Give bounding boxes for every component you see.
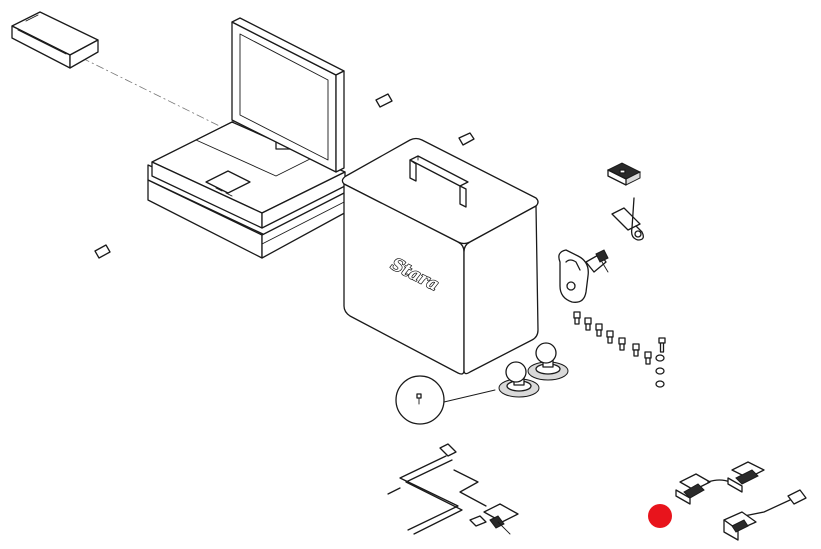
ram-mount-arm <box>558 249 609 303</box>
highlight-marker[interactable] <box>648 504 672 528</box>
mounting-screws <box>573 311 666 365</box>
ball-mount-base-left <box>498 361 540 398</box>
adapter-cable-assembly <box>675 461 807 541</box>
storage-case: Stara <box>341 137 539 375</box>
ball-mount-base-right <box>527 342 569 381</box>
part-label-marks <box>94 93 475 259</box>
cable-tie <box>611 197 644 241</box>
power-cable-harness <box>387 443 519 535</box>
screw-detail-callout <box>395 375 496 425</box>
usb-flash-drive <box>606 162 642 186</box>
battery-pack <box>11 11 99 69</box>
hex-nuts <box>655 354 665 388</box>
tablet-display-unit <box>147 17 351 259</box>
